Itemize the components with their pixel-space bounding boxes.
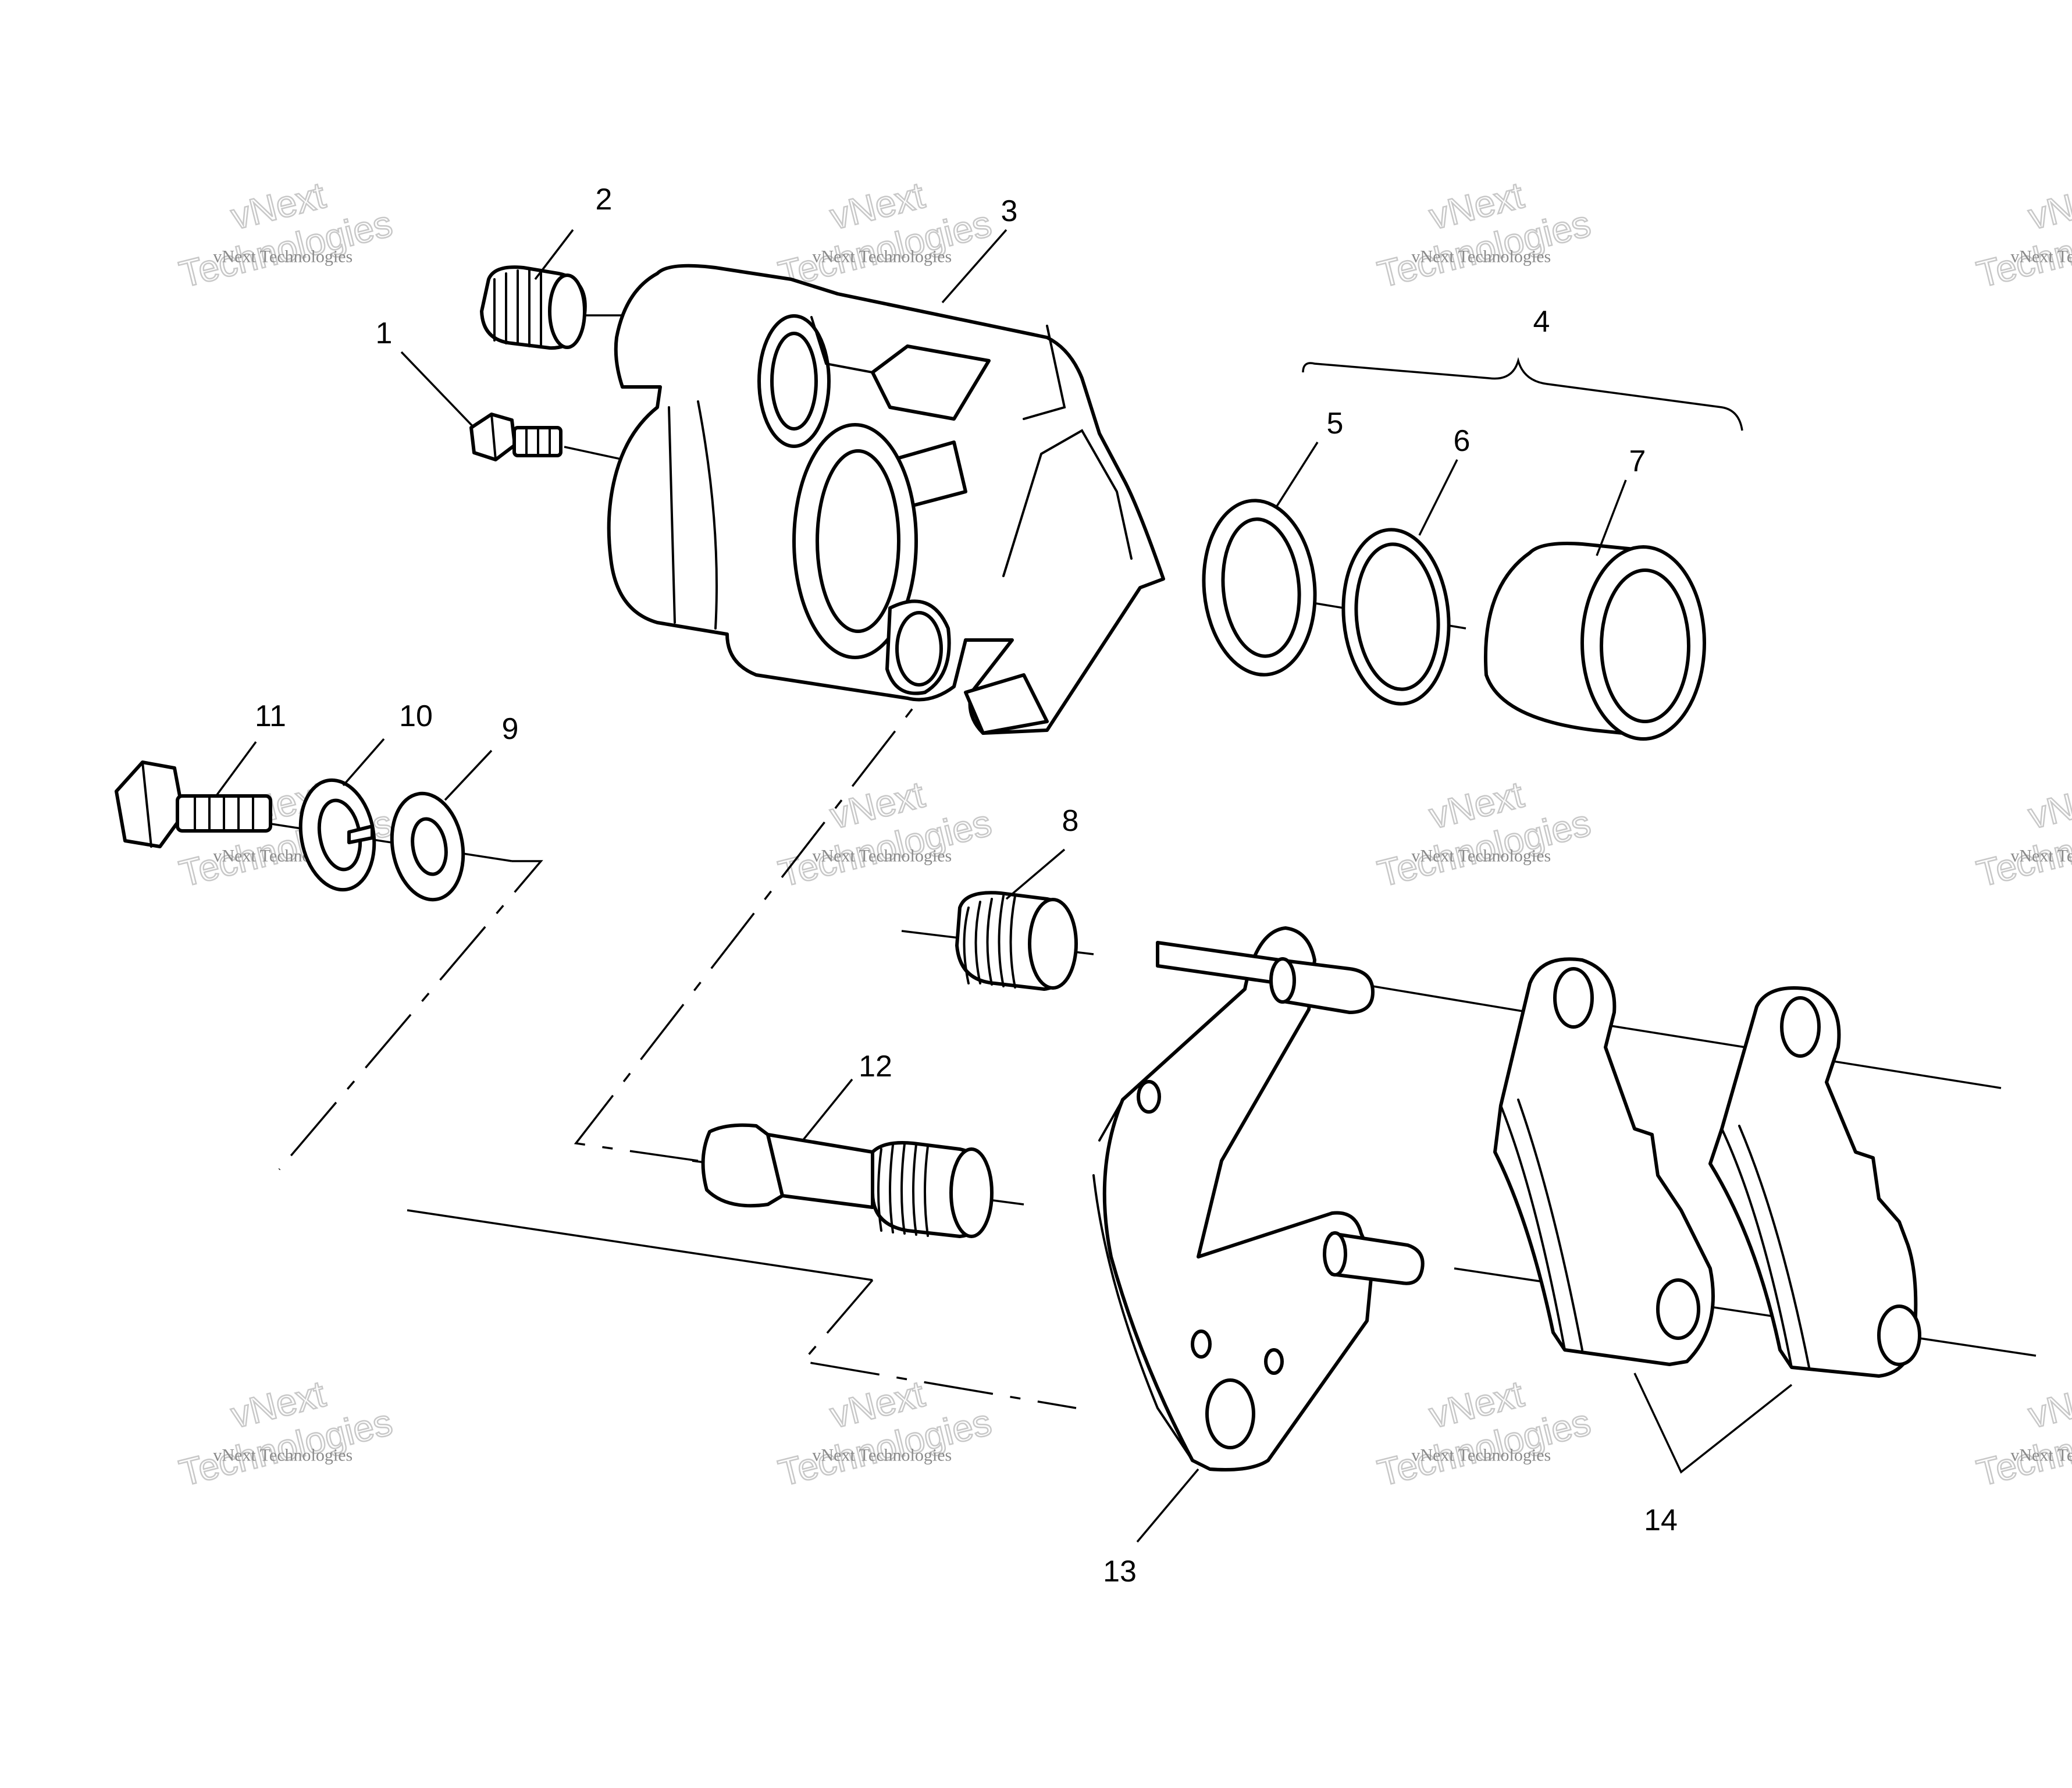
watermark-brand-text: vNext Technologies xyxy=(2010,847,2072,866)
part-1-bleeder-screw xyxy=(469,413,562,461)
part-14-brake-pad-inner xyxy=(1493,957,1715,1366)
callout-4: 4 xyxy=(1533,305,1550,339)
callout-7: 7 xyxy=(1629,445,1646,478)
part-9-washer xyxy=(390,791,465,902)
callout-5: 5 xyxy=(1327,407,1344,440)
watermark-brand-text: vNext Technologies xyxy=(812,847,952,866)
part-8-plug xyxy=(955,891,1078,991)
callout-11: 11 xyxy=(255,699,286,733)
leader-lines xyxy=(214,229,1793,1543)
part-13-caliper-bracket xyxy=(1092,926,1425,1471)
part-10-lock-washer xyxy=(298,778,376,892)
callout-8: 8 xyxy=(1062,804,1079,838)
watermark-brand-text: vNext Technologies xyxy=(1411,1446,1551,1465)
callout-12: 12 xyxy=(859,1050,892,1083)
callout-9: 9 xyxy=(502,712,519,746)
watermark-brand-text: vNext Technologies xyxy=(812,1446,952,1465)
callout-14: 14 xyxy=(1644,1503,1678,1537)
watermark-brand-text: vNext Technologies xyxy=(2010,1446,2072,1465)
part-6-dust-seal xyxy=(1341,528,1451,706)
part-14-brake-pad-outer xyxy=(1708,986,1921,1378)
callout-1: 1 xyxy=(376,317,393,350)
part-3-caliper-body xyxy=(607,264,1165,735)
part-12-guide-pin xyxy=(701,1123,994,1238)
watermark-brand-text: vNext Technologies xyxy=(2010,247,2072,266)
callout-3: 3 xyxy=(1001,194,1018,228)
part-4-piston-kit-bracket xyxy=(1302,357,1743,431)
part-7-piston xyxy=(1483,542,1706,741)
part-11-bolt xyxy=(115,760,272,848)
part-5-piston-seal xyxy=(1202,499,1317,677)
callout-2: 2 xyxy=(596,183,613,216)
callout-13: 13 xyxy=(1103,1555,1137,1588)
part-2-plug xyxy=(480,265,587,350)
watermark-big-line1: vNext xyxy=(2024,174,2072,237)
callout-labels: 1 2 3 4 5 6 7 8 9 10 11 12 13 14 xyxy=(255,183,1678,1588)
watermark-big-line1: vNext xyxy=(2024,773,2072,837)
watermark-brand-text: vNext Technologies xyxy=(213,247,353,266)
watermark-big-line1: vNext xyxy=(2024,1373,2072,1436)
watermark-brand-text: vNext Technologies xyxy=(213,1446,353,1465)
callout-10: 10 xyxy=(399,699,433,733)
watermark-brand-text: vNext Technologies xyxy=(1411,847,1551,866)
callout-6: 6 xyxy=(1454,424,1471,458)
watermark-brand-text: vNext Technologies xyxy=(1411,247,1551,266)
watermark-brand-text: vNext Technologies xyxy=(812,247,952,266)
